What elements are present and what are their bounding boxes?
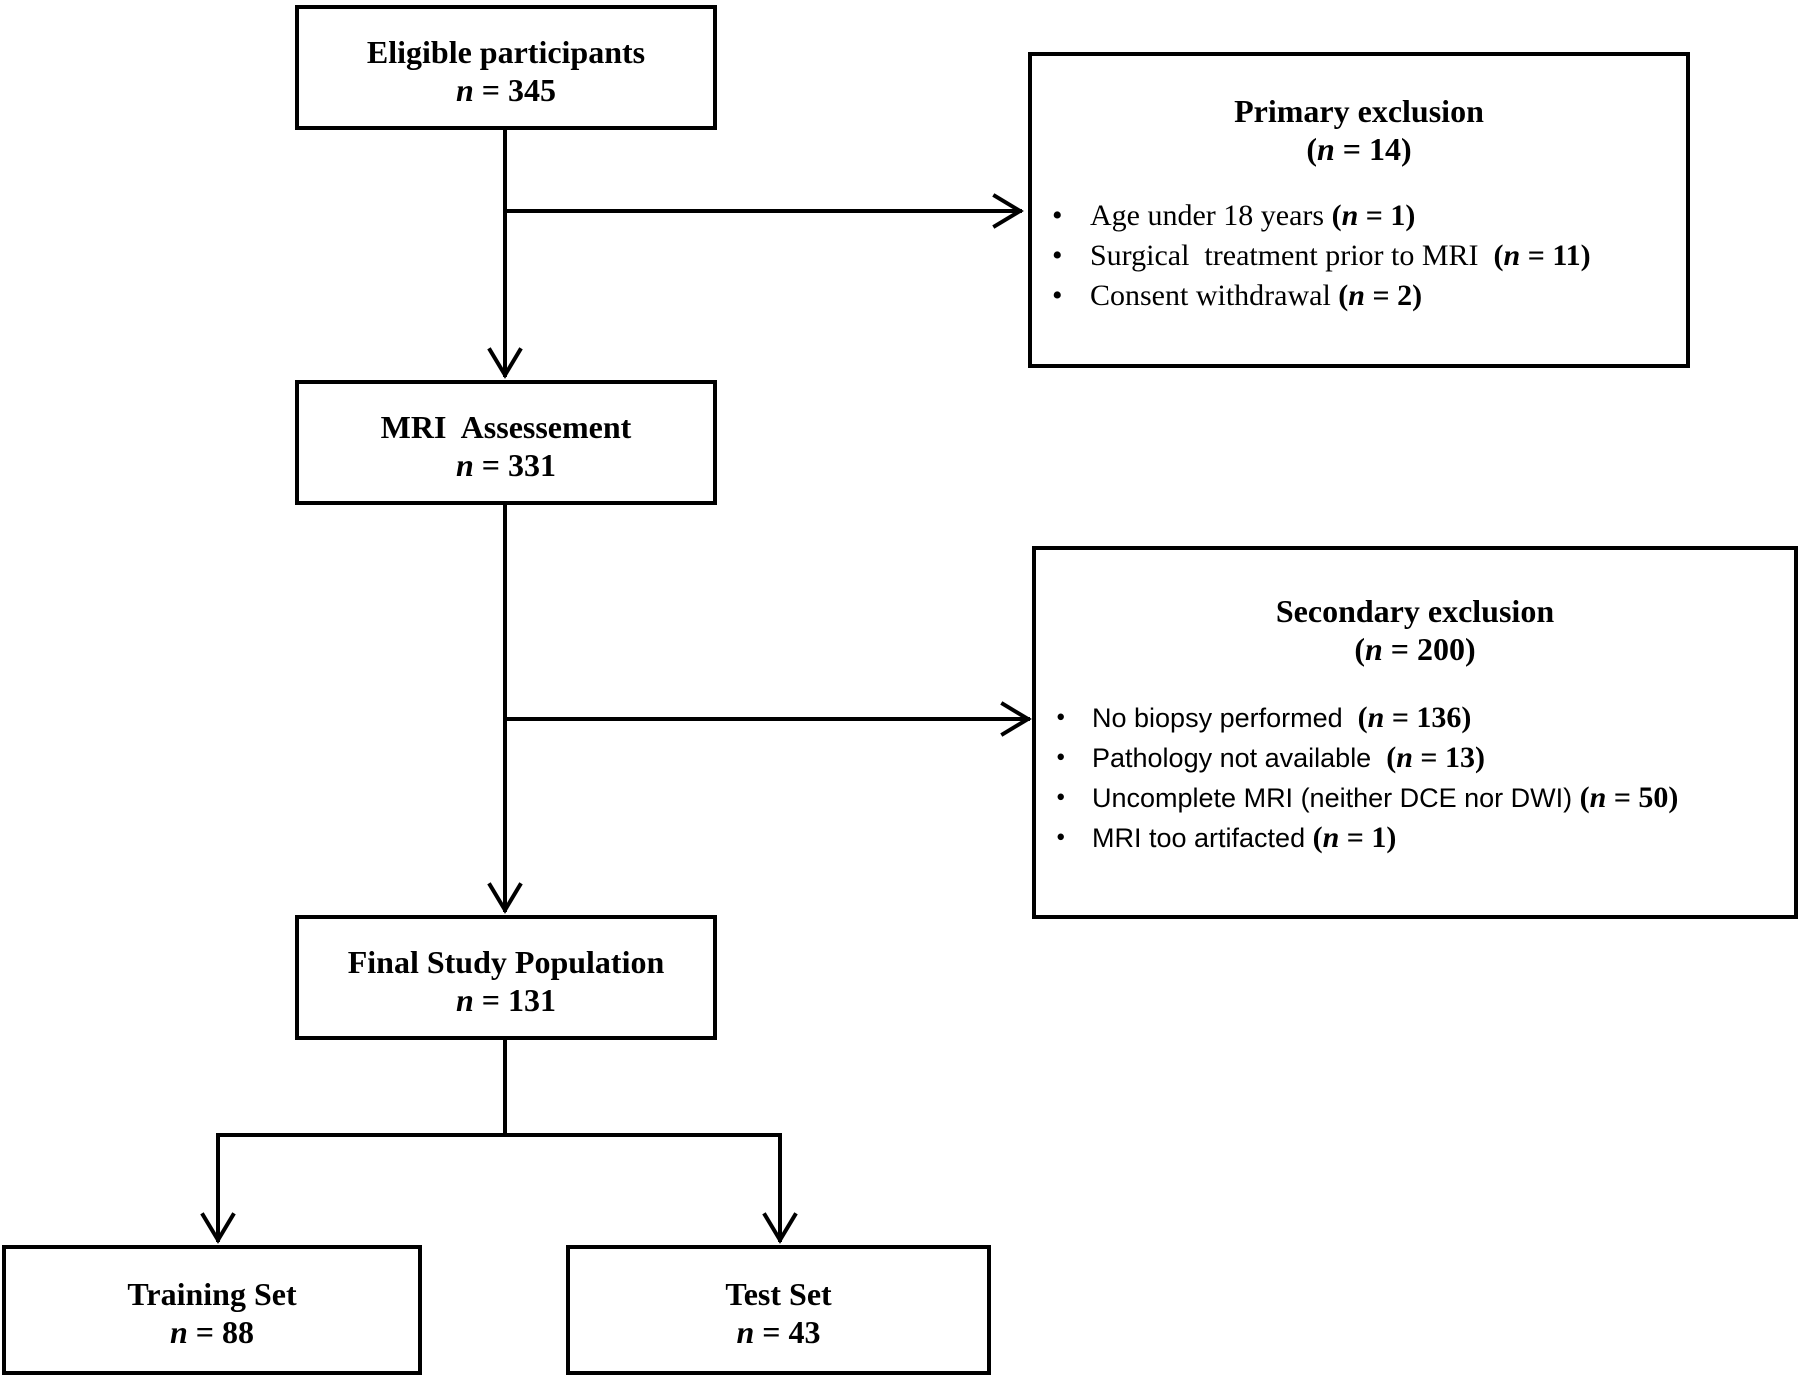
- test-set-box: Test Set n = 43: [566, 1245, 991, 1375]
- exclusion-count: (n = 50): [1579, 781, 1679, 814]
- bullet-icon: •: [1056, 742, 1066, 772]
- final-population-count: n = 131: [455, 982, 557, 1018]
- exclusion-list-item: • Surgical treatment prior to MRI (n = 11…: [1032, 236, 1686, 276]
- primary-exclusion-box: Primary exclusion (n = 14) • Age under 18…: [1028, 52, 1690, 368]
- mri-assessment-title: MRI Assessement: [380, 409, 632, 445]
- exclusion-list-item: • No biopsy performed (n = 136): [1036, 698, 1794, 738]
- arrowhead-training: [200, 1212, 236, 1244]
- test-set-count: n = 43: [736, 1314, 821, 1350]
- exclusion-count: (n = 1): [1312, 821, 1397, 854]
- exclusion-reason: Surgical treatment prior to MRI: [1090, 239, 1494, 272]
- exclusion-count: (n = 136): [1357, 701, 1472, 734]
- exclusion-reason: MRI too artifacted: [1092, 823, 1313, 853]
- exclusion-reason: Consent withdrawal: [1090, 279, 1339, 312]
- exclusion-list-item: • Age under 18 years (n = 1): [1032, 196, 1686, 236]
- exclusion-list-item: • Consent withdrawal (n = 2): [1032, 276, 1686, 316]
- exclusion-reason: Uncomplete MRI (neither DCE nor DWI): [1092, 783, 1580, 813]
- bullet-icon: •: [1056, 822, 1066, 852]
- arrowhead-secondary-exclusion: [1000, 701, 1032, 737]
- exclusion-reason: Pathology not available: [1092, 743, 1387, 773]
- secondary-exclusion-title: Secondary exclusion: [1275, 593, 1555, 629]
- bullet-icon: •: [1056, 782, 1066, 812]
- exclusion-reason: No biopsy performed: [1092, 703, 1358, 733]
- bullet-icon: •: [1052, 279, 1063, 312]
- bullet-icon: •: [1056, 702, 1066, 732]
- exclusion-count: (n = 11): [1493, 239, 1591, 272]
- bullet-icon: •: [1052, 239, 1063, 272]
- exclusion-reason: Age under 18 years: [1090, 199, 1332, 232]
- final-population-box: Final Study Population n = 131: [295, 915, 717, 1040]
- training-set-box: Training Set n = 88: [2, 1245, 422, 1375]
- exclusion-list-item: • Pathology not available (n = 13): [1036, 738, 1794, 778]
- secondary-exclusion-list: • No biopsy performed (n = 136) • Pathology…: [1036, 698, 1794, 858]
- primary-exclusion-count: (n = 14): [1306, 131, 1412, 167]
- arrowhead-mri: [487, 347, 523, 379]
- final-population-title: Final Study Population: [347, 944, 665, 980]
- training-set-title: Training Set: [127, 1276, 297, 1312]
- primary-exclusion-title: Primary exclusion: [1234, 93, 1484, 129]
- secondary-exclusion-box: Secondary exclusion (n = 200) • No biopsy…: [1032, 546, 1798, 919]
- training-set-count: n = 88: [169, 1314, 255, 1350]
- mri-assessment-box: MRI Assessement n = 331: [295, 380, 717, 505]
- arrowhead-test: [762, 1212, 798, 1244]
- exclusion-count: (n = 2): [1338, 279, 1423, 312]
- arrowhead-final: [487, 882, 523, 914]
- bullet-icon: •: [1052, 199, 1063, 232]
- arrowhead-primary-exclusion: [992, 193, 1024, 229]
- exclusion-count: (n = 13): [1386, 741, 1485, 774]
- eligible-participants-box: Eligible participants n = 345: [295, 5, 717, 130]
- secondary-exclusion-count: (n = 200): [1354, 631, 1476, 667]
- test-set-title: Test Set: [725, 1276, 832, 1312]
- mri-assessment-count: n = 331: [455, 447, 557, 483]
- eligible-participants-title: Eligible participants: [366, 34, 646, 70]
- exclusion-list-item: • Uncomplete MRI (neither DCE nor DWI) (n…: [1036, 778, 1794, 818]
- eligible-participants-count: n = 345: [455, 72, 557, 108]
- exclusion-list-item: • MRI too artifacted (n = 1): [1036, 818, 1794, 858]
- exclusion-count: (n = 1): [1331, 199, 1416, 232]
- primary-exclusion-list: • Age under 18 years (n = 1) • Surgical tre…: [1032, 196, 1686, 316]
